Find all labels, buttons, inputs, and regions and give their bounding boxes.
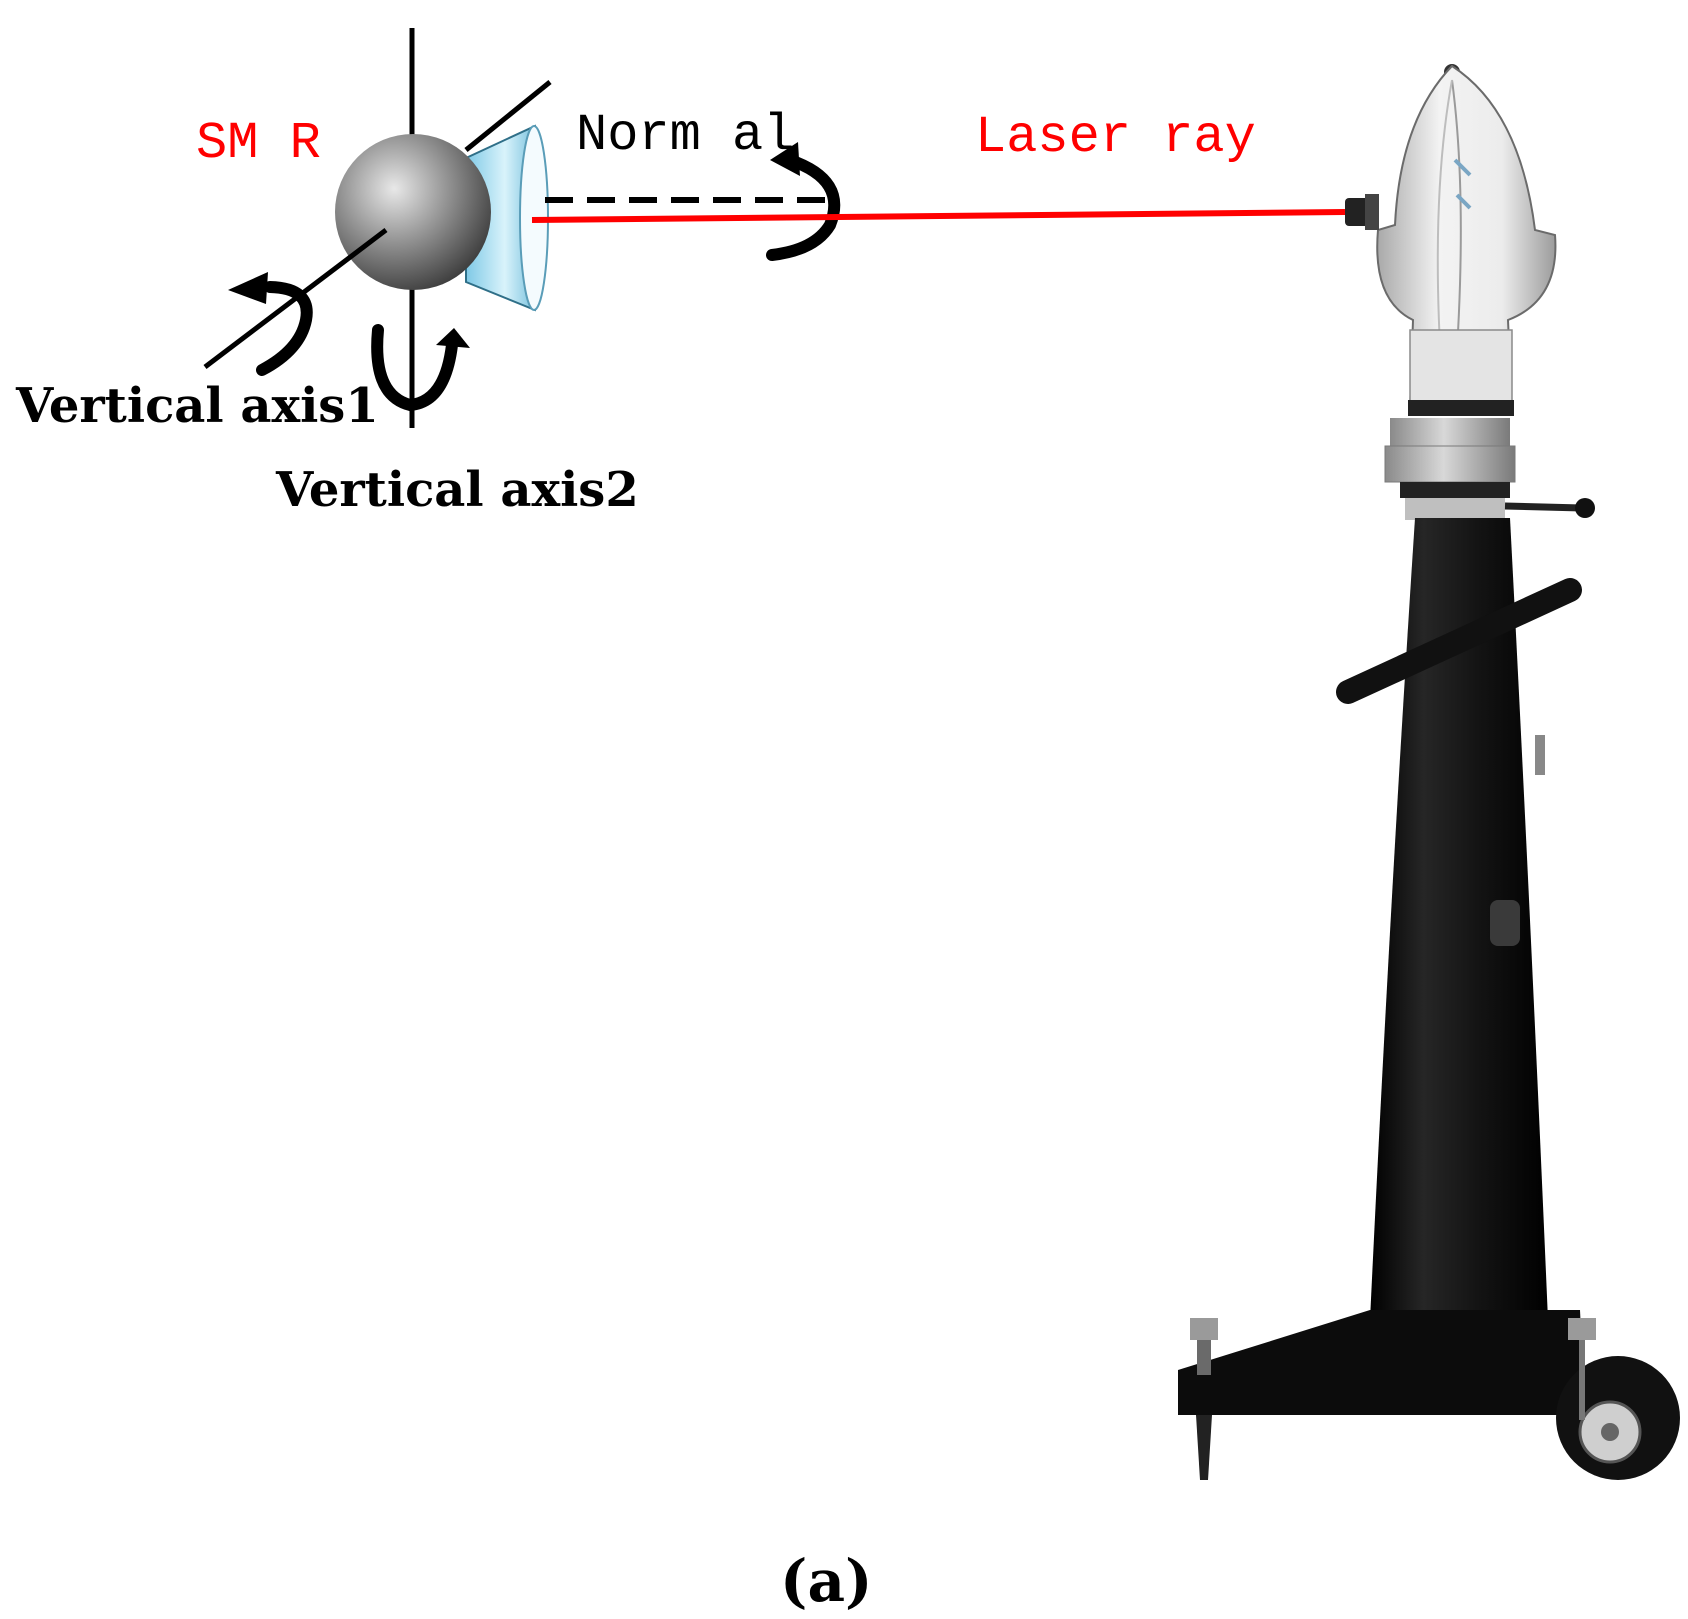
smr-sphere: [335, 134, 491, 290]
vertical-axis2-label: Vertical axis2: [276, 462, 639, 518]
smr-reflector-icon: [203, 28, 552, 428]
rotation-arrow-axis2-icon: [371, 324, 470, 412]
rotation-arrow-axis1-icon: [228, 272, 313, 376]
normal-label: Norm al: [576, 106, 795, 165]
smr-label: SM R: [196, 114, 321, 173]
laser-tracker-icon: [1178, 64, 1680, 1480]
vertical-axis1-label: Vertical axis1: [16, 378, 379, 434]
laser-ray-label: Laser ray: [975, 108, 1256, 167]
rotation-arrow-normal-icon: [766, 142, 841, 261]
laser-ray-line: [531, 209, 1346, 223]
figure-caption: (a): [780, 1547, 873, 1615]
